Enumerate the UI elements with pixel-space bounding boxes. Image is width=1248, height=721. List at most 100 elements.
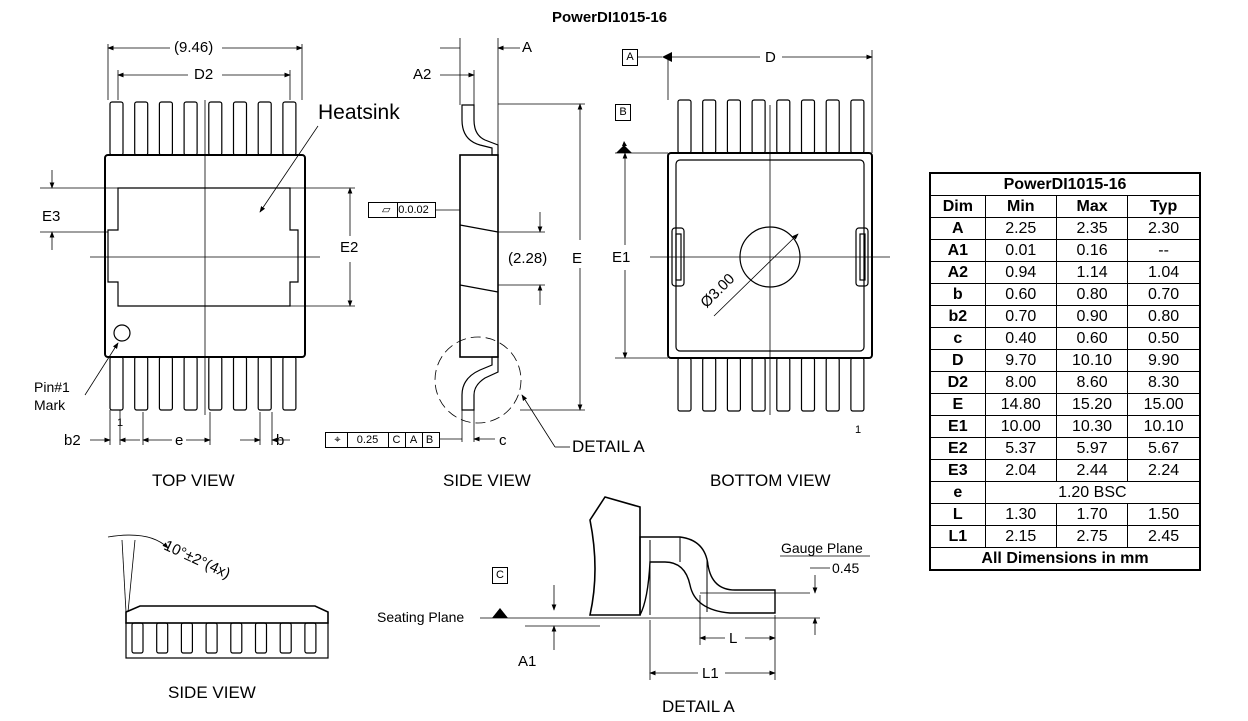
table-cell: 9.90 — [1127, 349, 1201, 372]
top-view-label: TOP VIEW — [152, 471, 235, 490]
header-typ: Typ — [1127, 195, 1201, 218]
table-cell: 0.90 — [1055, 305, 1129, 328]
table-cell: 15.20 — [1055, 393, 1129, 416]
table-cell: c — [929, 327, 986, 350]
table-cell: L1 — [929, 525, 986, 548]
table-title-row: PowerDI1015-16 — [929, 172, 1201, 196]
table-cell: A2 — [929, 261, 986, 284]
datum-b: B — [615, 104, 631, 121]
lead — [158, 356, 173, 411]
table-cell: 2.24 — [1127, 459, 1201, 482]
table-cell: E2 — [929, 437, 986, 460]
side-view-angle-drawing — [107, 534, 329, 659]
dim-L1: L1 — [702, 665, 719, 682]
lead — [134, 356, 149, 411]
lead — [677, 99, 692, 154]
flatness-value: 0.0.02 — [398, 204, 429, 216]
dim-a2: A2 — [413, 66, 432, 83]
dim-946: (9.46) — [174, 39, 214, 56]
table-cell: 15.00 — [1127, 393, 1201, 416]
table-cell: 10.00 — [984, 415, 1057, 438]
table-cell: 5.97 — [1055, 437, 1129, 460]
pin-one-bottom: 1 — [855, 424, 862, 436]
lead — [702, 357, 717, 412]
bottom-view-drawing — [615, 50, 890, 415]
dim-e3: E3 — [42, 208, 61, 225]
lead — [800, 99, 816, 154]
bottom-view-label: BOTTOM VIEW — [710, 471, 831, 490]
flatness-callout: ▱0.0.02 — [368, 202, 436, 218]
lead — [232, 101, 248, 156]
table-cell: 2.15 — [984, 525, 1057, 548]
table-cell: 0.50 — [1127, 327, 1201, 350]
dim-b: b — [276, 432, 285, 449]
table-cell: b — [929, 283, 986, 306]
lead — [134, 101, 149, 156]
lead — [282, 101, 297, 156]
table-cell: E3 — [929, 459, 986, 482]
lead — [751, 99, 766, 154]
table-cell: E1 — [929, 415, 986, 438]
pin-one-top: 1 — [117, 417, 124, 429]
dim-228: (2.28) — [508, 250, 548, 267]
table-header-row: Dim Min Max Typ — [929, 195, 1201, 218]
lead — [109, 101, 124, 156]
table-cell: 0.16 — [1055, 239, 1129, 262]
detail-a-drawing — [480, 496, 870, 680]
table-cell: 10.10 — [1127, 415, 1201, 438]
lead — [208, 101, 223, 156]
lead — [230, 622, 243, 654]
lead — [825, 99, 840, 154]
table-cell: 2.75 — [1055, 525, 1129, 548]
dim-d2: D2 — [194, 66, 214, 83]
table-cell: A1 — [929, 239, 986, 262]
table-cell: 14.80 — [984, 393, 1057, 416]
lead — [726, 99, 742, 154]
table-cell: b2 — [929, 305, 986, 328]
gauge-045: 0.45 — [832, 560, 860, 576]
lead — [677, 357, 692, 412]
lead — [776, 99, 791, 154]
table-cell: 0.70 — [1127, 283, 1201, 306]
table-cell: 2.35 — [1055, 217, 1129, 240]
lead — [282, 356, 297, 411]
datum-a: A — [622, 49, 638, 66]
lead — [205, 622, 218, 654]
frame-c: C — [389, 433, 406, 447]
table-cell: 1.70 — [1055, 503, 1129, 526]
table-cell: D2 — [929, 371, 986, 394]
table-cell: 10.30 — [1055, 415, 1129, 438]
dim-a: A — [522, 39, 533, 56]
table-cell: 0.40 — [984, 327, 1057, 350]
table-cell: 2.44 — [1055, 459, 1129, 482]
dim-e2: E2 — [340, 239, 359, 256]
table-cell: 2.04 — [984, 459, 1057, 482]
dim-e-pitch: e — [175, 432, 184, 449]
lead — [257, 356, 272, 411]
lead — [702, 99, 717, 154]
table-cell: -- — [1127, 239, 1201, 262]
table-cell: 0.60 — [984, 283, 1057, 306]
table-cell: 1.50 — [1127, 503, 1201, 526]
table-cell: 1.14 — [1055, 261, 1129, 284]
lead — [257, 101, 272, 156]
pin1-mark-label: Mark — [34, 397, 66, 413]
table-title: PowerDI1015-16 — [929, 172, 1201, 196]
table-cell: A — [929, 217, 986, 240]
dim-A1: A1 — [518, 653, 537, 670]
position-value: 0.25 — [348, 433, 389, 447]
lead — [726, 357, 742, 412]
lead — [183, 101, 198, 156]
lead — [183, 356, 198, 411]
table-cell: 5.37 — [984, 437, 1057, 460]
